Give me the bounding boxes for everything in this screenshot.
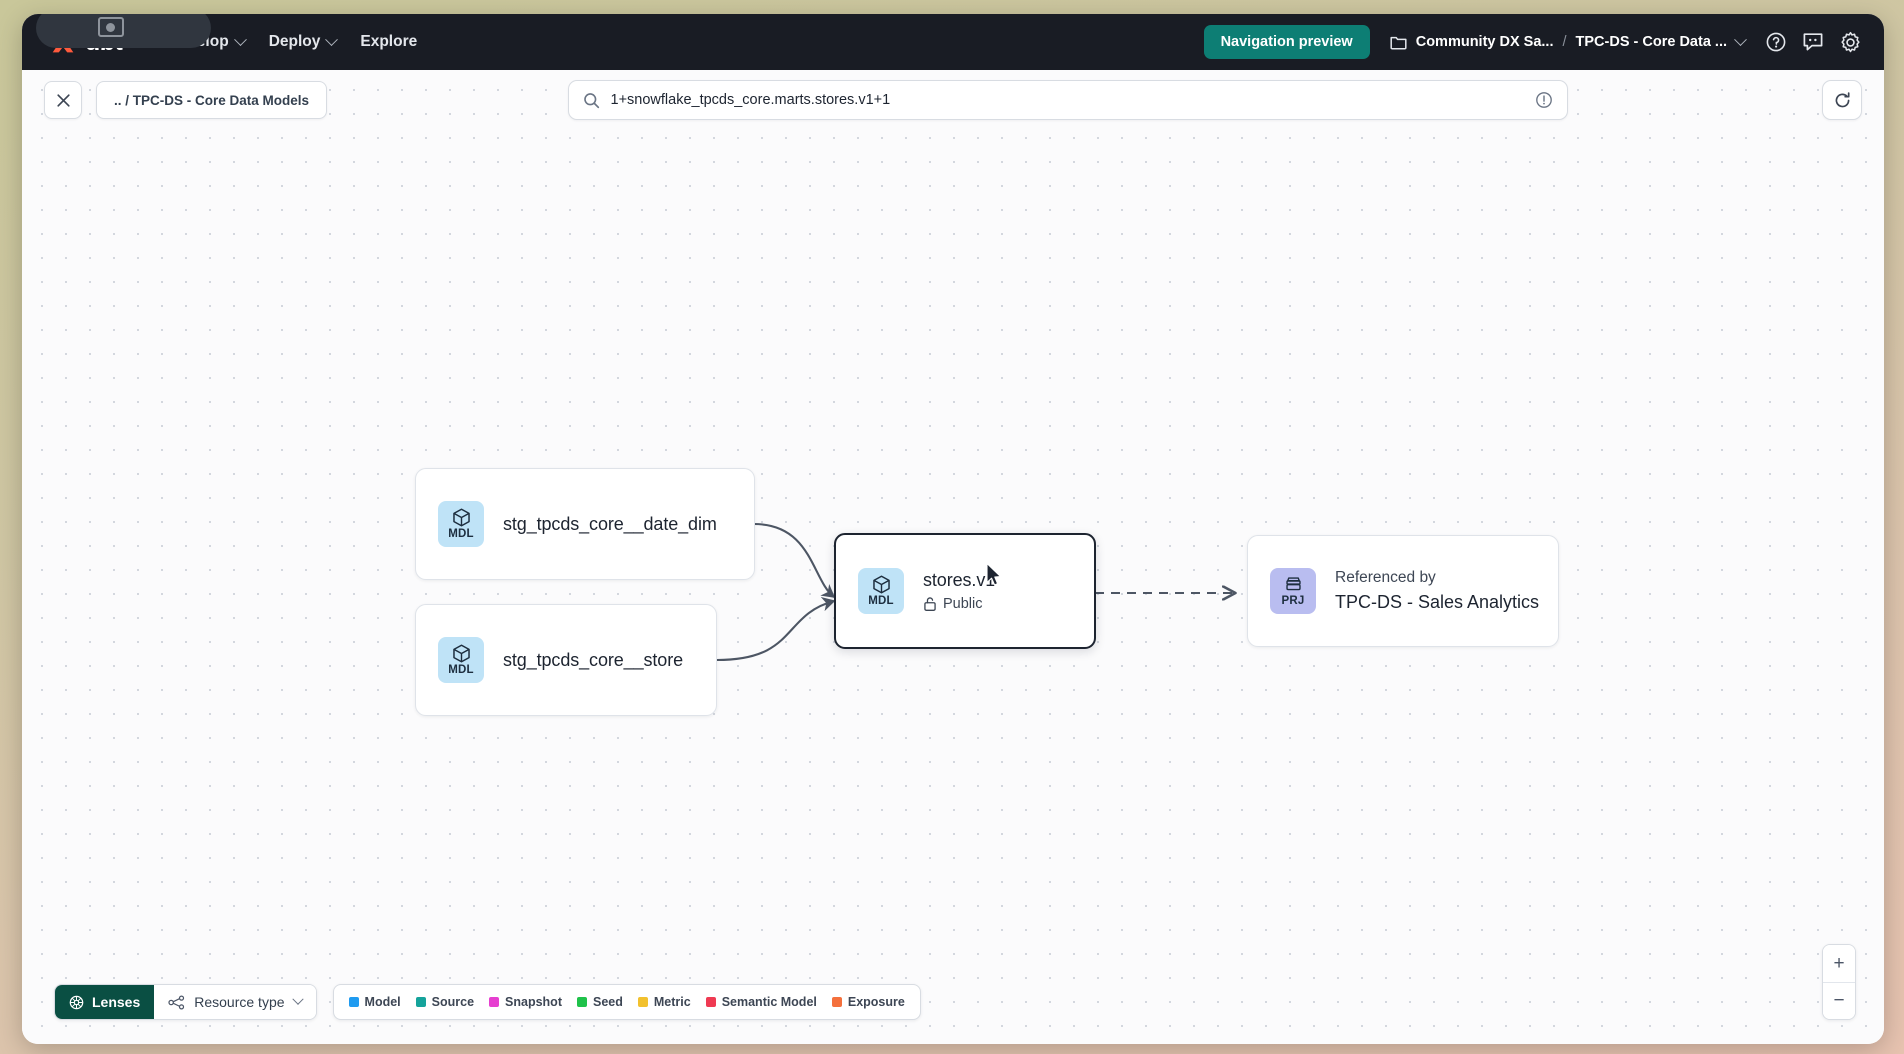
resource-badge-model: MDL — [438, 637, 484, 683]
nav-item-deploy[interactable]: Deploy — [257, 26, 349, 58]
unlock-icon — [924, 597, 936, 611]
info-circle-icon[interactable] — [1535, 91, 1553, 109]
chat-bubble-icon[interactable] — [1802, 32, 1824, 52]
nav-item-deploy-label: Deploy — [268, 33, 321, 50]
refresh-icon — [1835, 91, 1850, 107]
navigation-preview-button[interactable]: Navigation preview — [1203, 25, 1370, 59]
resource-badge-model: MDL — [858, 568, 904, 614]
graph-node-title: TPC-DS - Sales Analytics — [1335, 592, 1540, 612]
legend-swatch — [705, 997, 716, 1007]
legend-item-model: Model — [348, 995, 401, 1009]
zoom-in-button[interactable]: + — [1823, 945, 1855, 982]
app-window: dbt Develop Deploy Explore Navigation pr… — [22, 14, 1884, 1044]
resource-badge-label: MDL — [868, 595, 894, 608]
toolbar-center — [327, 80, 1808, 120]
lenses-button-label: Lenses — [92, 994, 141, 1010]
close-icon — [56, 93, 70, 107]
close-button[interactable] — [44, 81, 82, 119]
zoom-out-button[interactable]: − — [1823, 982, 1855, 1019]
project-breadcrumb-button[interactable]: .. / TPC-DS - Core Data Models — [96, 81, 328, 119]
zoom-controls: + − — [1822, 944, 1856, 1020]
legend-label: Snapshot — [505, 995, 562, 1009]
graph-node-stores-v1[interactable]: MDL stores.v1 Public — [834, 533, 1096, 649]
window-tab-nub[interactable] — [36, 14, 211, 48]
graph-node-kicker: Referenced by — [1335, 569, 1436, 586]
resource-badge-project: PRJ — [1270, 568, 1316, 614]
legend-swatch — [415, 997, 426, 1007]
nodes-icon — [168, 994, 185, 1009]
graph-node-text-column: stores.v1 Public — [923, 570, 995, 612]
nav-item-explore-label: Explore — [360, 33, 418, 50]
top-navigation-bar: dbt Develop Deploy Explore Navigation pr… — [22, 14, 1884, 70]
legend-label: Model — [364, 995, 401, 1009]
legend-item-semantic-model: Semantic Model — [705, 995, 817, 1009]
resource-type-filter-label: Resource type — [194, 994, 285, 1010]
refresh-button[interactable] — [1822, 80, 1862, 120]
graph-node-title: stg_tpcds_core__date_dim — [503, 513, 717, 534]
breadcrumb: Community DX Sa... / TPC-DS - Core Data … — [1390, 32, 1747, 50]
lens-icon — [69, 995, 84, 1009]
search-input[interactable] — [610, 92, 1524, 108]
resource-type-filter[interactable]: Resource type — [154, 985, 316, 1019]
graph-node-access-label: Public — [943, 596, 983, 612]
window-tab-icon — [98, 17, 124, 37]
graph-toolbar: .. / TPC-DS - Core Data Models — [22, 70, 1884, 130]
resource-badge-label: MDL — [448, 664, 474, 677]
cube-icon — [872, 575, 890, 594]
folder-icon — [1390, 36, 1407, 49]
lenses-button[interactable]: Lenses — [55, 985, 155, 1019]
legend-label: Seed — [592, 995, 623, 1009]
chevron-down-icon — [325, 32, 339, 46]
legend-item-metric: Metric — [637, 995, 691, 1009]
graph-node-stg-date-dim[interactable]: MDL stg_tpcds_core__date_dim — [415, 468, 755, 580]
graph-node-text-column: Referenced by TPC-DS - Sales Analytics — [1335, 569, 1539, 613]
legend-swatch — [348, 997, 359, 1007]
bottom-toolbar: Lenses Resource type — [54, 984, 921, 1020]
graph-node-stg-store[interactable]: MDL stg_tpcds_core__store — [415, 604, 717, 716]
lineage-edges — [716, 522, 1884, 662]
legend-swatch — [637, 997, 648, 1007]
legend-item-snapshot: Snapshot — [489, 995, 562, 1009]
legend-item-source: Source — [415, 995, 475, 1009]
graph-node-title: stores.v1 — [923, 570, 996, 590]
chevron-down-icon — [233, 32, 247, 46]
lineage-graph-canvas[interactable]: MDL stg_tpcds_core__date_dim MDL stg_tpc… — [22, 70, 1884, 1044]
nav-item-explore[interactable]: Explore — [348, 26, 429, 58]
legend-label: Metric — [653, 995, 691, 1009]
project-stack-icon — [1285, 577, 1301, 591]
cube-icon — [452, 644, 470, 663]
chevron-down-icon — [291, 993, 304, 1005]
legend-swatch — [489, 997, 500, 1007]
graph-node-referenced-by-project[interactable]: PRJ Referenced by TPC-DS - Sales Analyti… — [1247, 535, 1559, 647]
gear-icon[interactable] — [1839, 31, 1862, 54]
chevron-down-icon[interactable] — [1734, 32, 1747, 46]
legend-label: Source — [431, 995, 475, 1009]
legend-item-seed: Seed — [576, 995, 623, 1009]
graph-node-title: stg_tpcds_core__store — [503, 649, 684, 670]
legend-item-exposure: Exposure — [831, 995, 905, 1009]
graph-node-access: Public — [923, 596, 995, 612]
cube-icon — [452, 508, 470, 527]
legend-swatch — [576, 997, 587, 1007]
legend-label: Exposure — [847, 995, 905, 1009]
search-icon — [583, 92, 599, 108]
nav-icon-group — [1765, 31, 1862, 54]
breadcrumb-separator: / — [1562, 34, 1567, 50]
help-circle-icon[interactable] — [1765, 31, 1787, 53]
legend-label: Semantic Model — [721, 995, 817, 1009]
resource-type-legend: Model Source Snapshot Seed — [332, 984, 921, 1020]
breadcrumb-account[interactable]: Community DX Sa... — [1415, 34, 1554, 50]
resource-badge-model: MDL — [438, 501, 484, 547]
resource-badge-label: PRJ — [1281, 595, 1305, 608]
lenses-group: Lenses Resource type — [54, 984, 317, 1020]
breadcrumb-project[interactable]: TPC-DS - Core Data ... — [1575, 34, 1727, 50]
legend-swatch — [831, 997, 842, 1007]
search-field-wrapper[interactable] — [567, 80, 1568, 120]
resource-badge-label: MDL — [448, 528, 474, 541]
